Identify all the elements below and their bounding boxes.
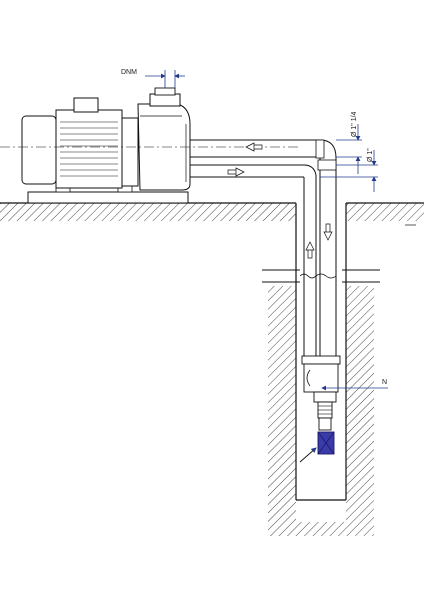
motor xyxy=(21,97,139,189)
pipe-upper-label: Ø 1" 1/4 xyxy=(351,111,358,137)
pipe-elbows xyxy=(303,139,337,182)
dnm-dimension: DNM xyxy=(121,69,185,88)
horizontal-pipes xyxy=(190,139,320,178)
pipe-dimension-lower: Ø 1" xyxy=(320,148,378,192)
n-leader: N xyxy=(321,379,388,391)
pipe-lower-label: Ø 1" xyxy=(367,148,374,162)
n-label: N xyxy=(382,379,387,386)
arrow-icon xyxy=(305,241,315,259)
pump-body xyxy=(137,87,191,191)
flow-arrows xyxy=(227,142,333,259)
pipe-dimension-upper: Ø 1" 1/4 xyxy=(336,111,362,174)
arrow-icon xyxy=(323,223,333,241)
dnm-label: DNM xyxy=(121,69,137,76)
well-shaft xyxy=(262,203,416,536)
ground-hatch xyxy=(0,202,424,221)
arrow-icon xyxy=(227,167,245,177)
arrow-icon xyxy=(245,142,263,152)
vertical-pipes xyxy=(299,170,337,356)
ejector-assembly xyxy=(299,355,341,463)
